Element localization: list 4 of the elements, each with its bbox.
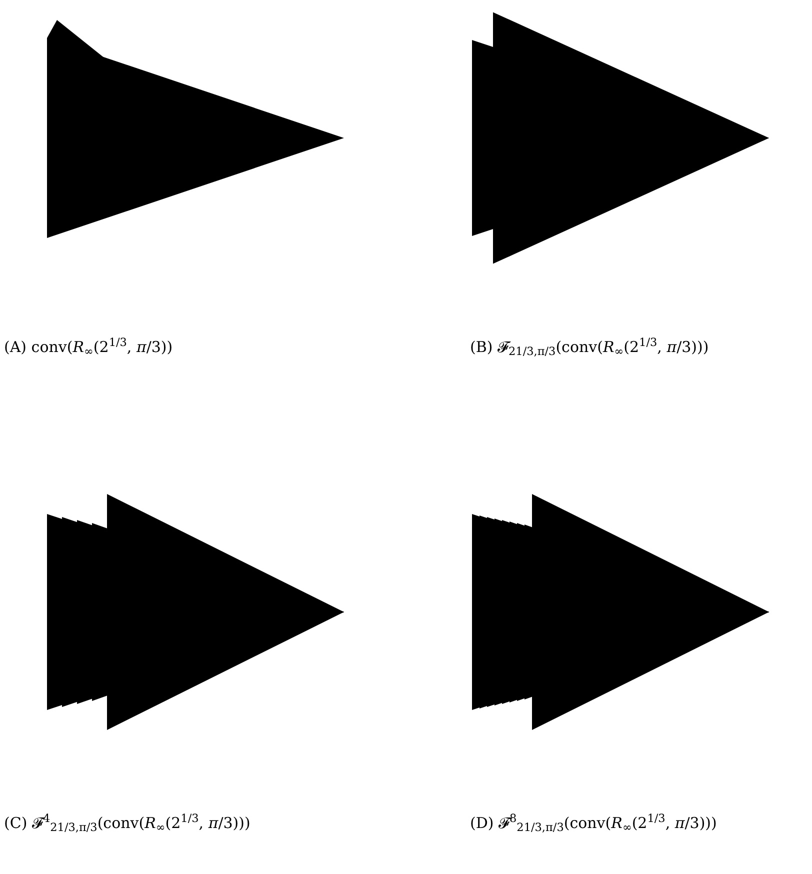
figure-caption: (D) 𝓕$^{8}$$_{21/3,π/3}$(conv(R$_{∞}$(2$^{1/3}$, π/3))): [470, 812, 717, 834]
figure-caption: (A) conv(R$_{∞}$(2$^{1/3}$, π/3)): [4, 336, 173, 358]
figure-caption: (B) 𝓕$_{21/3,π/3}$(conv(R$_{∞}$(2$^{1/3}$, π/3))): [470, 336, 709, 358]
figure-caption: (C) 𝓕$^{4}$$_{21/3,π/3}$(conv(R$_{∞}$(2$^{1/3}$, π/3))): [4, 812, 250, 834]
